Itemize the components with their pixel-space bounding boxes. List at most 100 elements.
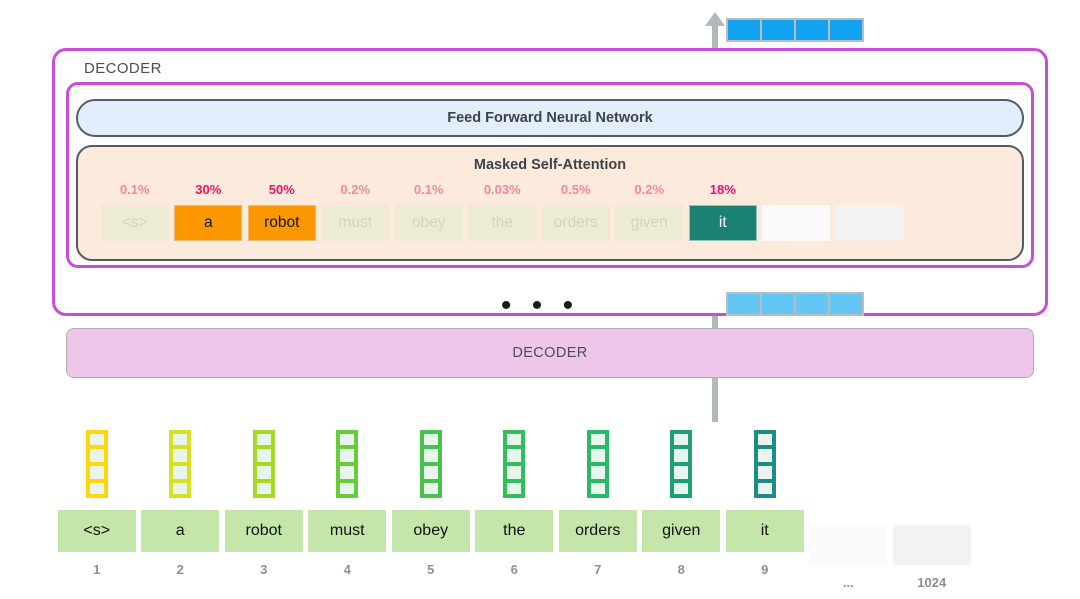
attention-token-cell[interactable]: robot — [247, 205, 316, 241]
token-column: <s> 1 — [55, 430, 139, 590]
input-token-box[interactable] — [809, 525, 888, 565]
attention-token-cell[interactable]: <s> — [100, 205, 169, 241]
vector-cell — [796, 20, 828, 40]
input-token-box[interactable]: must — [308, 510, 387, 552]
embedding-cell — [252, 430, 275, 447]
token-column: 1024 — [890, 430, 974, 590]
token-embedding-vector — [336, 430, 359, 498]
attention-token-cell[interactable]: given — [615, 205, 684, 241]
embedding-cell — [336, 481, 359, 498]
input-token-box[interactable]: it — [725, 510, 804, 552]
attention-column — [833, 179, 907, 249]
embedding-cell — [419, 447, 442, 464]
token-position-index: 9 — [761, 562, 769, 577]
embedding-cell — [252, 481, 275, 498]
token-embedding-vector — [85, 430, 108, 498]
embedding-cell — [85, 481, 108, 498]
attention-weight-label: 30% — [195, 182, 222, 197]
input-token-box[interactable]: given — [642, 510, 721, 552]
attention-column: 0.5%orders — [539, 179, 613, 249]
embedding-cell — [169, 447, 192, 464]
attention-token-cell[interactable]: it — [688, 205, 757, 241]
attention-weight-label: 0.1% — [413, 182, 444, 197]
attention-token-cell[interactable]: the — [468, 205, 537, 241]
vector-cell — [728, 20, 760, 40]
token-position-index: 2 — [176, 562, 184, 577]
embedding-cell — [670, 464, 693, 481]
input-token-box[interactable]: robot — [224, 510, 303, 552]
token-embedding-vector — [252, 430, 275, 498]
input-token-box[interactable]: a — [141, 510, 220, 552]
input-token-box[interactable]: the — [475, 510, 554, 552]
lower-decoder-block: DECODER — [66, 328, 1034, 378]
token-embedding-vector — [753, 430, 776, 498]
embedding-cell — [419, 464, 442, 481]
input-token-box[interactable]: <s> — [57, 510, 136, 552]
attention-token-cell[interactable] — [835, 205, 904, 241]
stacked-layers-ellipsis: • • • — [500, 289, 580, 322]
embedding-cell — [419, 481, 442, 498]
token-position-index: 4 — [343, 562, 351, 577]
token-column: must 4 — [306, 430, 390, 590]
token-column: ... — [807, 430, 891, 590]
token-embedding-vector — [503, 430, 526, 498]
attention-token-cell[interactable]: a — [174, 205, 243, 241]
attention-column: 50%robot — [245, 179, 319, 249]
embedding-cell — [586, 464, 609, 481]
masked-self-attention-title: Masked Self-Attention — [473, 157, 627, 173]
embedding-cell — [85, 430, 108, 447]
embedding-cell — [169, 481, 192, 498]
embedding-cell — [586, 447, 609, 464]
embedding-cell — [252, 447, 275, 464]
token-position-index: 8 — [677, 562, 685, 577]
attention-column — [760, 179, 834, 249]
vector-cell — [830, 20, 862, 40]
embedding-cell — [169, 464, 192, 481]
embedding-cell — [252, 464, 275, 481]
input-token-box[interactable]: orders — [558, 510, 637, 552]
attention-weight-label: 0.03% — [483, 182, 521, 197]
attention-column: 0.1% <s> — [98, 179, 172, 249]
attention-column: 0.2%must — [319, 179, 393, 249]
vector-cell — [796, 294, 828, 314]
embedding-cell — [753, 481, 776, 498]
embedding-cell — [336, 464, 359, 481]
lower-decoder-label: DECODER — [512, 345, 588, 361]
attention-token-cell[interactable]: obey — [394, 205, 463, 241]
vector-cell — [830, 294, 862, 314]
token-position-index: 6 — [510, 562, 518, 577]
attention-token-cell[interactable]: must — [321, 205, 390, 241]
embedding-cell — [503, 464, 526, 481]
attention-weight-label: 0.2% — [634, 182, 665, 197]
attention-column: 0.03% the — [466, 179, 540, 249]
input-token-box[interactable]: obey — [391, 510, 470, 552]
attention-column: 30% a — [172, 179, 246, 249]
intermediate-vector — [726, 292, 864, 316]
embedding-cell — [85, 447, 108, 464]
attention-weight-label: 18% — [709, 182, 736, 197]
embedding-cell — [753, 464, 776, 481]
ffnn-label: Feed Forward Neural Network — [447, 110, 653, 126]
embedding-cell — [336, 430, 359, 447]
attention-weight-label: 0.1% — [119, 182, 150, 197]
token-embedding-vector — [169, 430, 192, 498]
token-position-index: ... — [842, 575, 854, 590]
token-position-index: 1024 — [917, 575, 947, 590]
embedding-cell — [419, 430, 442, 447]
embedding-cell — [85, 464, 108, 481]
token-position-index: 1 — [93, 562, 101, 577]
embedding-cell — [586, 481, 609, 498]
attention-token-cell[interactable] — [762, 205, 831, 241]
token-column: it 9 — [723, 430, 807, 590]
embedding-cell — [169, 430, 192, 447]
feed-forward-neural-network-block: Feed Forward Neural Network — [76, 99, 1024, 137]
embedding-cell — [753, 447, 776, 464]
embedding-cell — [503, 447, 526, 464]
input-token-box[interactable] — [892, 525, 971, 565]
embedding-cell — [586, 430, 609, 447]
embedding-cell — [503, 481, 526, 498]
attention-token-cell[interactable]: orders — [541, 205, 610, 241]
